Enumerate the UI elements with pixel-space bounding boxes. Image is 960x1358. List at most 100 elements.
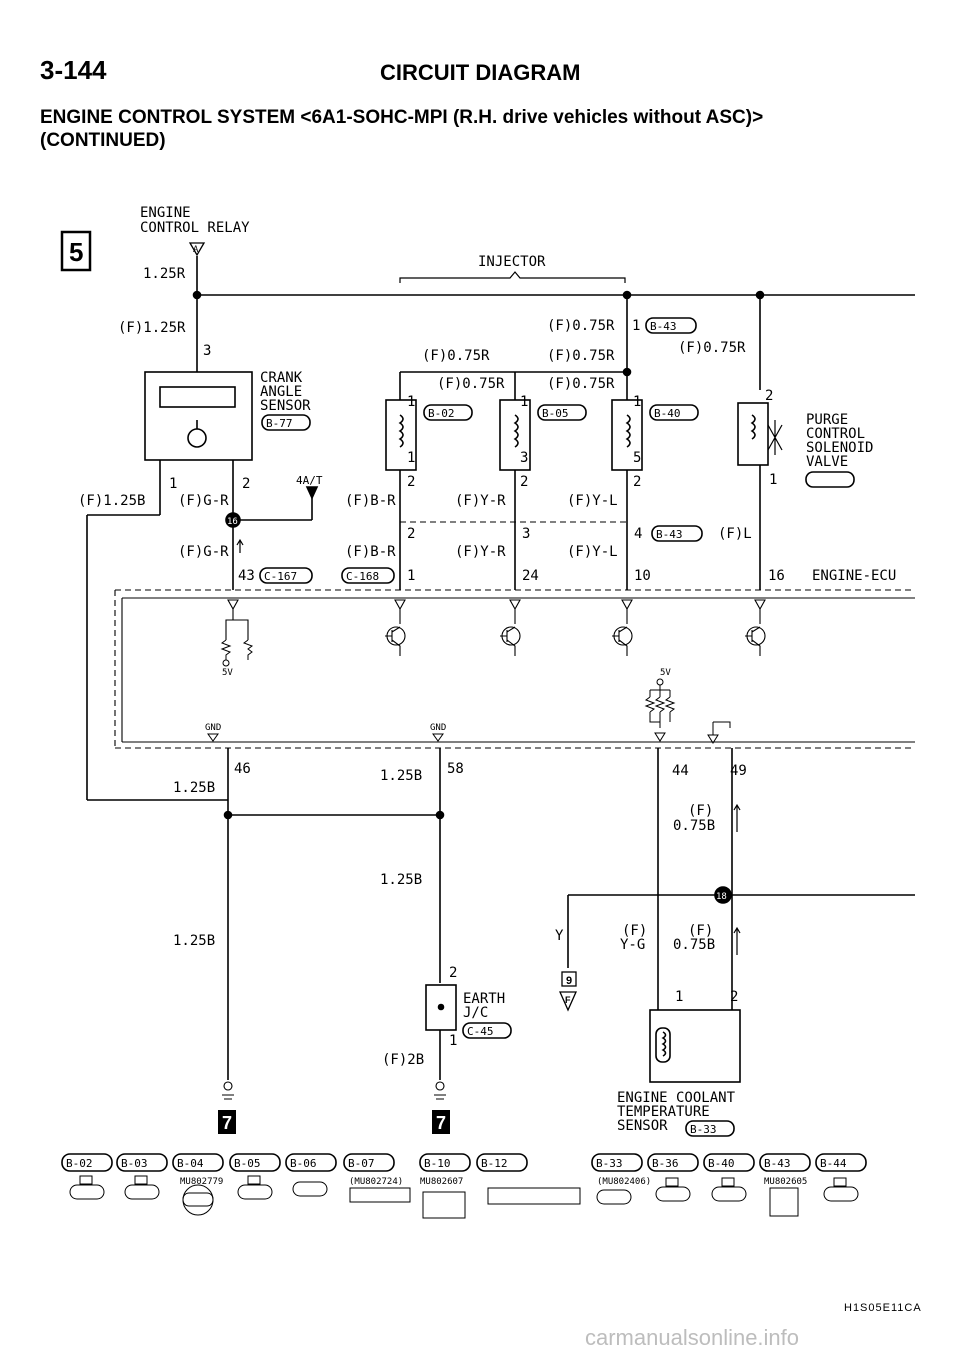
- gnd-label-1: GND: [205, 723, 221, 733]
- wire-f-3: (F): [688, 923, 713, 939]
- legend-b36: B-36: [647, 1153, 699, 1202]
- wire-f125r: (F)1.25R: [118, 320, 186, 336]
- crank-label-1: CRANK: [260, 370, 303, 386]
- svg-text:(MU802724): (MU802724): [349, 1177, 403, 1187]
- pin-2-crank: 2: [242, 476, 250, 492]
- fuse-label: 4A/T: [296, 474, 323, 487]
- wire-f075r-3: (F)0.75R: [547, 348, 615, 364]
- pin-1-inj1: 1: [407, 394, 415, 410]
- wire-y: Y: [555, 928, 564, 944]
- crank-label-3: SENSOR: [260, 398, 311, 414]
- svg-text:B-43: B-43: [764, 1157, 791, 1170]
- pin-49: 49: [730, 763, 747, 779]
- injector-b02: [385, 399, 417, 471]
- ecu-5v-2: 5V: [660, 668, 671, 678]
- coolant-sensor: [649, 1009, 741, 1083]
- pin-2-inj3: 2: [633, 474, 641, 490]
- coolant-label-2: TEMPERATURE: [617, 1104, 710, 1120]
- pin-3-crank: 3: [203, 343, 211, 359]
- ecu-drivers: [385, 599, 766, 656]
- conn-b40: B-40: [654, 407, 681, 420]
- wire-125b-1: 1.25B: [173, 780, 215, 796]
- purge-solenoid: [737, 402, 769, 466]
- legend-b10: B-10 MU802607: [419, 1153, 471, 1219]
- wire-f125b: (F)1.25B: [78, 493, 145, 509]
- marker-9: 9: [566, 975, 572, 987]
- wire-f075r-1: (F)0.75R: [547, 318, 615, 334]
- pin-16: 16: [768, 568, 785, 584]
- conn-b02: B-02: [428, 407, 455, 420]
- wire-fbr-1: (F)B-R: [345, 493, 396, 509]
- svg-text:B-05: B-05: [234, 1157, 261, 1170]
- wire-075b-2: 0.75B: [673, 937, 715, 953]
- svg-text:B-40: B-40: [708, 1157, 735, 1170]
- wire-fyr-2: (F)Y-R: [455, 544, 506, 560]
- conn-b77: B-77: [266, 417, 293, 430]
- relay-terminal: A: [193, 245, 199, 255]
- svg-text:B-33: B-33: [596, 1157, 623, 1170]
- legend-b05: B-05: [229, 1153, 281, 1200]
- pin-58: 58: [447, 761, 464, 777]
- svg-text:B-10: B-10: [424, 1157, 451, 1170]
- injector-label: INJECTOR: [478, 254, 546, 270]
- wire-125b-2: 1.25B: [380, 768, 422, 784]
- coolant-label-3: SENSOR: [617, 1118, 668, 1134]
- relay-label-1: ENGINE: [140, 205, 191, 221]
- pin-1-inj1b: 1: [407, 450, 415, 466]
- pin-1-inj2: 1: [520, 394, 528, 410]
- ecu-5v-1: 5V: [222, 668, 233, 678]
- coolant-label-1: ENGINE COOLANT: [617, 1090, 736, 1106]
- wire-fl: (F)L: [718, 526, 752, 542]
- connector-legend: B-02 B-03 B-04 MU802779 B-05 B-06 B-07: [61, 1153, 867, 1219]
- conn-c167: C-167: [264, 570, 297, 583]
- legend-b04: B-04 MU802779: [172, 1153, 224, 1216]
- legend-b02: B-02: [61, 1153, 113, 1200]
- circle-18: 18: [716, 892, 727, 902]
- legend-b07: B-07 (MU802724): [343, 1153, 411, 1203]
- marker-7-right: 7: [436, 1113, 446, 1133]
- section-title: CIRCUIT DIAGRAM: [380, 60, 581, 85]
- gnd-label-2: GND: [430, 723, 446, 733]
- crank-label-2: ANGLE: [260, 384, 302, 400]
- earth-label-1: EARTH: [463, 991, 505, 1007]
- pin-2-purge: 2: [765, 388, 773, 404]
- wire-125b-3: 1.25B: [380, 872, 422, 888]
- svg-text:B-44: B-44: [820, 1157, 847, 1170]
- wire-075b-1: 0.75B: [673, 818, 715, 834]
- page-title: ENGINE CONTROL SYSTEM <6A1-SOHC-MPI (R.H…: [40, 107, 764, 128]
- marker-7-left: 7: [222, 1113, 232, 1133]
- purge-label-1: PURGE: [806, 412, 848, 428]
- svg-text:B-03: B-03: [121, 1157, 148, 1170]
- conn-b43-mid: B-43: [656, 528, 683, 541]
- pin-1-b43: 1: [632, 318, 640, 334]
- conn-b43-top: B-43: [650, 320, 677, 333]
- legend-b33: B-33 (MU802406): [591, 1153, 651, 1205]
- pin-2-coolant: 2: [730, 989, 738, 1005]
- legend-b43: B-43 MU802605: [759, 1153, 811, 1217]
- pin-10: 10: [634, 568, 651, 584]
- svg-text:B-12: B-12: [481, 1157, 508, 1170]
- relay-wire-label: 1.25R: [143, 266, 186, 282]
- block-marker-5: 5: [60, 230, 92, 272]
- circle-16: 16: [227, 517, 238, 527]
- legend-b12: B-12: [476, 1153, 581, 1205]
- pin-5-inj3: 5: [633, 450, 641, 466]
- conn-c168: C-168: [346, 570, 379, 583]
- pin-24: 24: [522, 568, 539, 584]
- purge-label-2: CONTROL: [806, 426, 865, 442]
- svg-text:MU802607: MU802607: [420, 1177, 463, 1187]
- pin-1-coolant: 1: [675, 989, 683, 1005]
- wire-fyl-2: (F)Y-L: [567, 544, 618, 560]
- watermark: carmanualsonline.info: [585, 1325, 800, 1350]
- relay-label-2: CONTROL RELAY: [140, 220, 250, 236]
- svg-text:B-36: B-36: [652, 1157, 679, 1170]
- page-number: 3-144: [40, 55, 107, 85]
- pin-1-ecu: 1: [407, 568, 415, 584]
- svg-text:B-07: B-07: [348, 1157, 375, 1170]
- wire-fyr-1: (F)Y-R: [455, 493, 506, 509]
- svg-text:B-02: B-02: [66, 1157, 93, 1170]
- earth-label-2: J/C: [463, 1005, 488, 1021]
- ecu-label: ENGINE-ECU: [812, 568, 896, 584]
- wire-f2b: (F)2B: [382, 1052, 424, 1068]
